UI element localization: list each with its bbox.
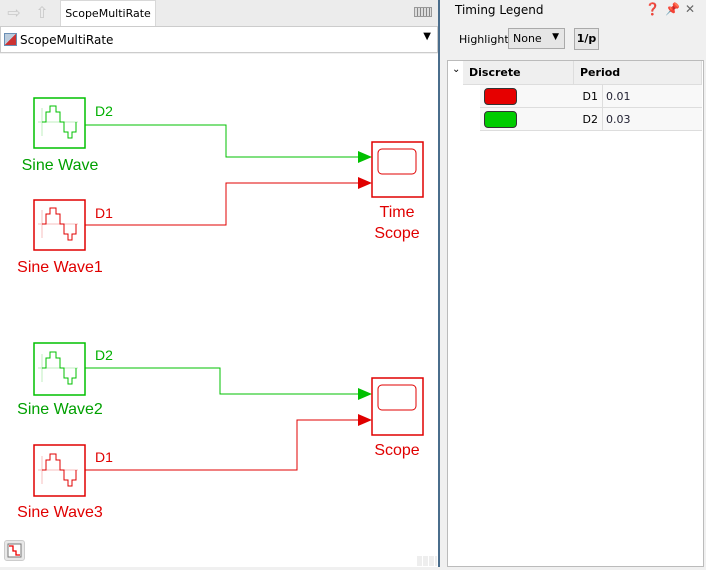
block-label: Sine Wave2 [17, 401, 103, 418]
scope-block[interactable] [371, 377, 424, 436]
rate-label: D1 [95, 449, 113, 465]
rate-period: 0.03 [602, 108, 634, 130]
signal-line[interactable] [85, 367, 360, 395]
rate-label: D2 [95, 103, 113, 119]
signal-line[interactable] [85, 124, 360, 158]
up-arrow-icon[interactable]: ⇧ [35, 3, 49, 22]
diagram-svg: Sine Wave D2 Sine Wave1 D1 Time Scope Si… [17, 97, 424, 521]
rate-period: 0.01 [602, 85, 634, 107]
column-header-period[interactable]: Period [574, 61, 702, 85]
chevron-down-icon[interactable]: ▼ [423, 31, 431, 42]
chevron-down-icon: ▼ [552, 32, 559, 42]
highlight-value: None [513, 32, 542, 45]
sample-time-button[interactable] [4, 540, 25, 561]
address-path: ScopeMultiRate [20, 33, 114, 47]
block-label: Sine Wave [22, 157, 99, 174]
pin-icon[interactable]: 📌 [664, 2, 685, 16]
color-swatch [484, 88, 517, 105]
signal-line[interactable] [85, 419, 360, 471]
keyboard-icon[interactable] [414, 7, 432, 17]
signal-line[interactable] [85, 182, 360, 226]
timing-legend-panel: Timing Legend ❓📌✕ Highlight None ▼ 1/p ⌄ … [442, 0, 706, 567]
arrow-head [358, 388, 372, 400]
model-icon [4, 33, 17, 46]
tab-scopemultirate[interactable]: ScopeMultiRate [60, 0, 156, 26]
block-label: Scope [374, 442, 419, 459]
sine-wave2-block[interactable] [33, 342, 86, 396]
tab-bar: ⇨ ⇧ ScopeMultiRate [0, 0, 438, 26]
help-icon[interactable]: ❓ [645, 2, 665, 16]
close-icon[interactable]: ✕ [684, 2, 700, 16]
resize-grip[interactable] [417, 556, 437, 566]
highlight-label: Highlight [459, 33, 509, 46]
address-bar[interactable]: ScopeMultiRate ▼ [0, 26, 438, 53]
sine-wave1-block[interactable] [33, 199, 86, 251]
block-label: Time [380, 204, 415, 221]
forward-arrow-icon[interactable]: ⇨ [7, 3, 21, 22]
rate-name: D2 [582, 113, 598, 126]
arrow-head [358, 151, 372, 163]
model-editor-pane: ⇨ ⇧ ScopeMultiRate ScopeMultiRate ▼ Sine… [0, 0, 440, 567]
sample-time-icon [7, 543, 22, 558]
collapse-chevron-icon[interactable]: ⌄ [452, 64, 461, 75]
arrow-head [358, 414, 372, 426]
block-label: Sine Wave1 [17, 259, 103, 276]
color-swatch [484, 111, 517, 128]
sine-wave-block[interactable] [33, 97, 86, 149]
sine-wave3-block[interactable] [33, 444, 86, 497]
rate-label: D2 [95, 347, 113, 363]
column-header-discrete[interactable]: Discrete [463, 61, 574, 85]
time-scope-block[interactable] [371, 141, 424, 198]
legend-row[interactable]: D2 0.03 [480, 108, 702, 131]
rate-name: D1 [582, 90, 598, 103]
rate-label: D1 [95, 205, 113, 221]
legend-table: ⌄ Discrete Period D1 0.01 D2 0.03 [447, 60, 704, 567]
legend-row[interactable]: D1 0.01 [480, 85, 702, 108]
block-label: Sine Wave3 [17, 504, 103, 521]
arrow-head [358, 177, 372, 189]
block-label: Scope [374, 225, 419, 242]
panel-controls: ❓📌✕ [645, 2, 700, 16]
highlight-select[interactable]: None ▼ [508, 28, 565, 49]
diagram-canvas[interactable]: Sine Wave D2 Sine Wave1 D1 Time Scope Si… [0, 54, 438, 567]
panel-title: Timing Legend [455, 3, 544, 17]
period-frequency-toggle[interactable]: 1/p [574, 28, 599, 50]
